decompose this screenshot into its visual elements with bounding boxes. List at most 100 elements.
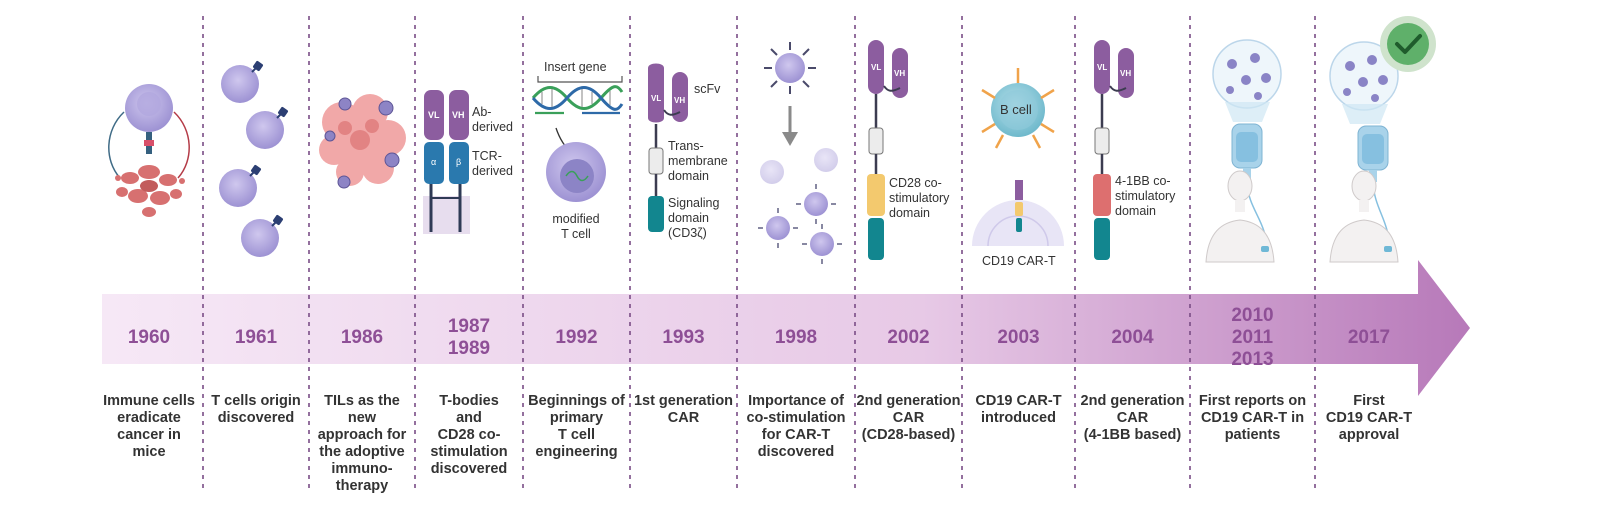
label-line: CD19 CAR-T: [982, 254, 1056, 268]
cd19-car-t-label: CD19 CAR-T: [982, 254, 1056, 269]
year-line: 2013: [1231, 349, 1274, 370]
vl-label: VL: [871, 60, 881, 75]
description-line: approach for: [317, 427, 407, 443]
timeline-entry-1987-1989: 1987 1989 T-bodies and CD28 co- stimulat…: [415, 0, 523, 513]
first-generation-car-icon: [648, 63, 688, 232]
timeline-entry-1992: 1992 Beginnings of primary T cell engine…: [523, 0, 630, 513]
description-line: First reports on: [1198, 393, 1307, 409]
timeline-entry-1993: 1993 1st generation CAR: [630, 0, 737, 513]
immune-cell-killing-tumor-icon: [108, 84, 190, 217]
description-line: new: [347, 410, 377, 426]
timeline-entry-2002: 2002 2nd generation CAR (CD28-based): [855, 0, 962, 513]
label-line: CD28 co-: [889, 176, 942, 190]
year-label: 1998: [737, 300, 855, 376]
description-line: stimulation: [430, 444, 508, 460]
second-generation-car-4-1bb-icon: [1093, 40, 1134, 260]
insert-gene-label: Insert gene: [544, 60, 607, 75]
description-line: Beginnings of: [528, 393, 625, 409]
label-line: stimulatory: [1115, 189, 1176, 203]
label-line: Ab-: [472, 105, 492, 119]
year-line: 1992: [555, 327, 598, 348]
event-description: 2nd generation CAR (CD28-based): [855, 393, 962, 444]
label-line: VL: [871, 63, 882, 72]
label-line: domain: [668, 169, 709, 183]
label-line: VH: [1120, 69, 1132, 78]
description-line: the adoptive: [319, 444, 405, 460]
label-line: Trans-: [668, 139, 704, 153]
event-description: 1st generation CAR: [630, 393, 737, 427]
year-line: 1993: [662, 327, 705, 348]
label-line: β: [456, 157, 462, 167]
b-cell-cd19-car-t-icon: [972, 68, 1064, 247]
label-line: (CD3ζ): [668, 226, 707, 240]
label-line: TCR-: [472, 149, 502, 163]
event-description: 2nd generation CAR (4-1BB based): [1075, 393, 1190, 444]
year-label: 1960: [97, 300, 201, 376]
description-line: 1st generation: [633, 393, 734, 409]
description-line: co-stimulation: [746, 410, 846, 426]
co-stimulation-cells-icon: [758, 42, 842, 264]
label-line: VH: [894, 69, 906, 78]
timeline-entry-1961: 1961 T cells origin discovered: [203, 0, 309, 513]
description-line: immuno-: [331, 461, 393, 477]
alpha-label: α: [431, 155, 436, 170]
label-line: Signaling: [668, 196, 720, 210]
label-line: T cell: [561, 227, 591, 241]
year-label: 2010 2011 2013: [1190, 300, 1315, 376]
year-line: 1961: [234, 327, 278, 348]
vl-label: VL: [651, 91, 661, 106]
label-line: domain: [668, 211, 709, 225]
description-line: discovered: [217, 410, 295, 426]
description-line: CAR: [892, 410, 925, 426]
timeline-entry-1986: 1986 TILs as the new approach for the ad…: [309, 0, 415, 513]
description-line: patients: [1224, 427, 1281, 443]
year-label: 1993: [630, 300, 737, 376]
label-line: VH: [674, 96, 686, 105]
year-line: 2017: [1347, 327, 1391, 348]
event-description: T-bodies and CD28 co- stimulation discov…: [415, 393, 523, 478]
year-label: 2017: [1315, 300, 1423, 376]
description-line: CD19 CAR-T: [975, 393, 1062, 409]
label-line: stimulatory: [889, 191, 950, 205]
vl-label: VL: [428, 108, 440, 123]
label-line: membrane: [668, 154, 728, 168]
tumor-infiltrating-lymphocytes-icon: [319, 94, 406, 189]
timeline-entry-1998: 1998 Importance of co-stimulation for CA…: [737, 0, 855, 513]
label-line: derived: [472, 120, 513, 134]
description-line: introduced: [981, 410, 1056, 426]
vh-label: VH: [894, 66, 905, 81]
event-description: Immune cells eradicate cancer in mice: [97, 393, 201, 461]
year-line: 1987: [447, 316, 491, 337]
description-line: T-bodies: [439, 393, 499, 409]
event-description: TILs as the new approach for the adoptiv…: [309, 393, 415, 495]
year-label: 2004: [1075, 300, 1190, 376]
description-line: CAR: [1116, 410, 1149, 426]
year-line: 1998: [774, 327, 818, 348]
label-line: VL: [428, 110, 440, 120]
label-line: modified: [552, 212, 600, 226]
label-line: VL: [651, 94, 662, 103]
label-line: domain: [889, 206, 930, 220]
b-cell-label: B cell: [1000, 102, 1032, 117]
description-line: primary: [549, 410, 604, 426]
label-line: VH: [452, 110, 465, 120]
description-line: CD19 CAR-T: [1325, 410, 1413, 426]
description-line: First: [1353, 393, 1385, 409]
4-1bb-domain-label: 4-1BB co- stimulatory domain: [1115, 174, 1175, 219]
t-cells-icon: [219, 61, 288, 257]
event-description: Beginnings of primary T cell engineering: [523, 393, 630, 461]
ab-derived-label: Ab- derived: [472, 105, 513, 135]
description-line: 2nd generation: [1080, 393, 1185, 409]
description-line: cancer in: [117, 427, 181, 443]
description-line: (CD28-based): [861, 427, 956, 443]
year-line: 1986: [340, 327, 384, 348]
patient-infusion-icon: [1205, 39, 1282, 263]
year-line: 2004: [1111, 327, 1154, 348]
timeline-entry-1960: 1960 Immune cells eradicate cancer in mi…: [97, 0, 201, 513]
t-body-receptor-icon: [423, 90, 470, 234]
description-line: Importance of: [748, 393, 844, 409]
timeline-entry-2017: 2017 First CD19 CAR-T approval: [1315, 0, 1423, 513]
year-line: 2002: [887, 327, 930, 348]
description-line: CD19 CAR-T in: [1200, 410, 1305, 426]
year-line: 2011: [1231, 327, 1274, 348]
